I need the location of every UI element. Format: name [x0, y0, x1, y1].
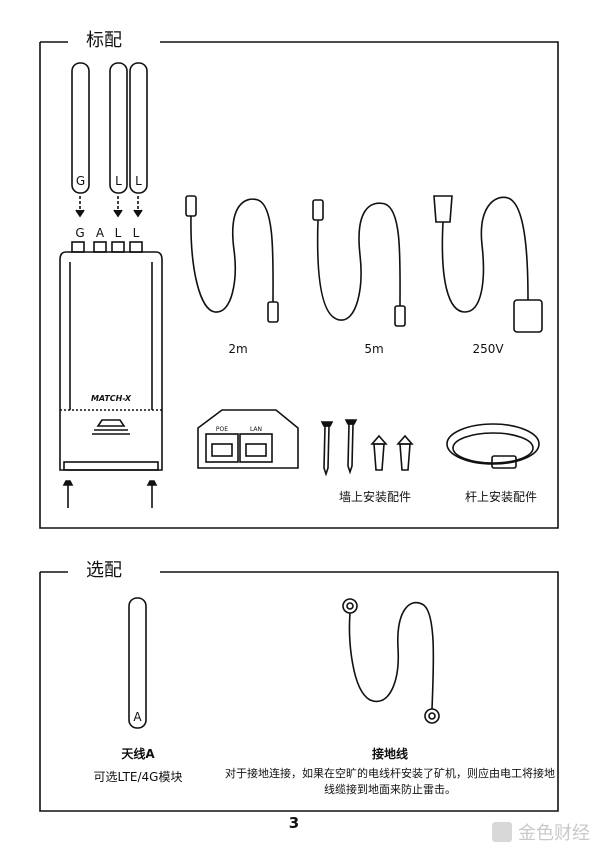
optional-section-title: 选配	[78, 560, 130, 582]
page-number: 3	[288, 814, 300, 832]
optional-antenna-desc: 可选LTE/4G模块	[93, 770, 183, 784]
optional-section-frame	[39, 571, 559, 812]
optional-antenna-letter: A	[133, 710, 142, 724]
grounding-cable	[342, 598, 440, 724]
arrows	[79, 196, 139, 212]
antenna-l2-letter: L	[135, 174, 142, 188]
cable-5m-label: 5m	[364, 342, 384, 356]
ground-cable-desc: 对于接地连接，如果在空旷的电线杆安装了矿机，则应由电工将接地线缆接到地面来防止雷…	[225, 767, 555, 796]
pole-mount-label: 杆上安装配件	[464, 490, 537, 504]
gateway-device	[59, 241, 163, 471]
watermark-text: 金色财经	[518, 823, 590, 844]
port-l2-letter: L	[132, 226, 140, 240]
standard-section-title: 标配	[78, 30, 130, 52]
device-logo: MATCH-X	[90, 394, 132, 403]
cable-5m	[312, 199, 406, 327]
standard-section-frame	[39, 41, 559, 529]
optional-antenna-name: 天线A	[121, 747, 155, 761]
wall-mount-label: 墙上安装配件	[338, 490, 411, 504]
poe-port-label: POE	[215, 426, 229, 433]
watermark: 金色财经	[492, 819, 590, 845]
cable-2m-label: 2m	[228, 342, 248, 356]
cable-250v	[433, 195, 543, 333]
wall-mount-kit	[320, 419, 414, 477]
poe-injector	[197, 409, 299, 469]
lan-port-label: LAN	[249, 426, 263, 433]
watermark-logo-icon	[492, 822, 512, 842]
port-g-letter: G	[75, 226, 85, 240]
port-l1-letter: L	[114, 226, 122, 240]
port-a-letter: A	[95, 226, 105, 240]
cable-2m	[185, 195, 279, 323]
antenna-l1-letter: L	[115, 174, 122, 188]
antenna-g	[71, 62, 90, 194]
hose-clamp	[446, 423, 540, 469]
ground-cable-name: 接地线	[371, 747, 408, 761]
optional-antenna	[128, 597, 147, 729]
antenna-g-letter: G	[75, 174, 86, 188]
antenna-l2	[129, 62, 148, 194]
device-screws	[62, 480, 158, 508]
cable-250v-label: 250V	[472, 342, 504, 356]
antenna-l1	[109, 62, 128, 194]
